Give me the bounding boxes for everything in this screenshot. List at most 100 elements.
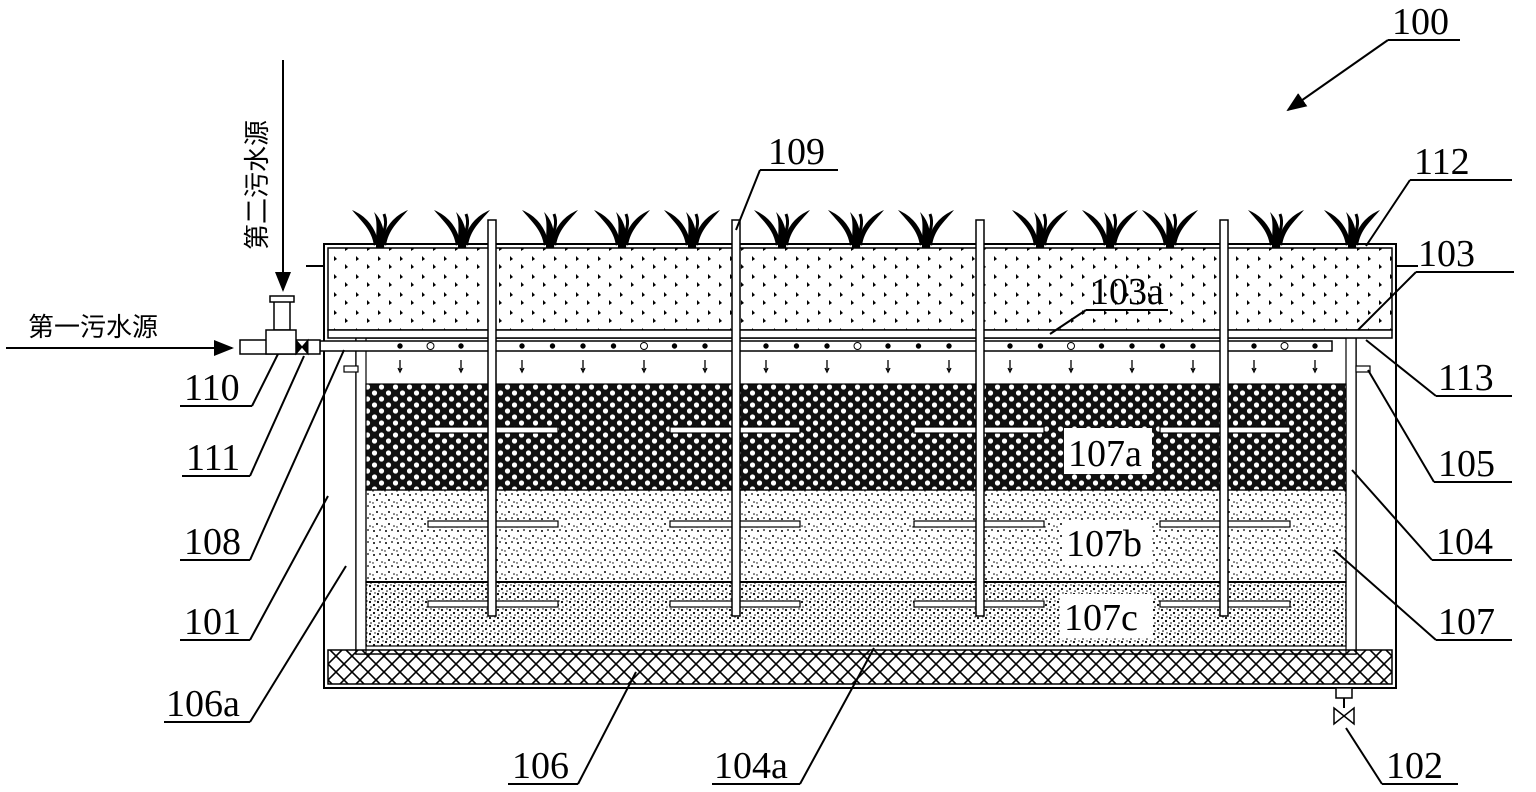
drip-drop bbox=[580, 360, 586, 374]
label-103a: 103a bbox=[1090, 271, 1164, 313]
label-108: 108 bbox=[184, 521, 241, 563]
plant-icon bbox=[898, 210, 954, 248]
drip-drop bbox=[702, 360, 708, 374]
pipe-hole bbox=[549, 343, 556, 349]
pipe-hole bbox=[1098, 343, 1105, 349]
label-101: 101 bbox=[184, 601, 241, 643]
pipe-hole bbox=[1280, 342, 1289, 350]
plant-icon bbox=[754, 210, 810, 248]
plant-icon bbox=[1012, 210, 1068, 248]
plate-103 bbox=[327, 329, 1393, 339]
aeration-tube bbox=[487, 219, 497, 617]
inner-wall-left-thickness bbox=[355, 337, 367, 655]
drip-drop bbox=[885, 360, 891, 374]
plant-icon bbox=[594, 210, 650, 248]
pipe-hole bbox=[1159, 343, 1166, 349]
vertical-tubes bbox=[487, 219, 1229, 617]
inner-wall-right-thickness bbox=[1345, 337, 1357, 655]
plant-icon bbox=[664, 210, 720, 248]
pipe-hole bbox=[671, 343, 678, 349]
pipe-hole bbox=[640, 342, 648, 350]
label-103: 103 bbox=[1418, 233, 1475, 275]
vertical-inlet-pipe bbox=[273, 299, 291, 331]
pipe-hole bbox=[426, 342, 435, 350]
label-107: 107 bbox=[1438, 601, 1495, 643]
pipe-hole bbox=[1007, 343, 1013, 349]
leader-lines bbox=[164, 39, 1514, 785]
plant-icon bbox=[1082, 210, 1138, 248]
drip-drop bbox=[1007, 360, 1013, 374]
plant-icon bbox=[1324, 210, 1380, 248]
label-106a: 106a bbox=[166, 683, 240, 725]
pipe-hole bbox=[915, 343, 922, 349]
label-bg-107a bbox=[1064, 428, 1152, 474]
drip-drop bbox=[946, 360, 952, 374]
label-107a: 107a bbox=[1068, 433, 1142, 475]
pipe-hole bbox=[793, 343, 800, 349]
pipe-hole bbox=[580, 343, 586, 349]
label-111: 111 bbox=[186, 437, 240, 479]
plant-icon bbox=[1142, 210, 1198, 248]
label-113: 113 bbox=[1438, 357, 1494, 399]
plant-icon bbox=[1248, 210, 1304, 248]
inlet-valve bbox=[295, 338, 309, 356]
drip-drop bbox=[1129, 360, 1135, 374]
media-layer-107c bbox=[365, 581, 1347, 647]
label-112: 112 bbox=[1414, 141, 1470, 183]
drip-drop bbox=[458, 360, 464, 374]
drip-drop bbox=[519, 360, 525, 374]
label-109: 109 bbox=[768, 131, 825, 173]
pipe-hole bbox=[397, 343, 403, 349]
outlet-pipe bbox=[1335, 687, 1353, 699]
outlet-valve bbox=[1333, 706, 1355, 726]
drip-drop bbox=[397, 360, 403, 374]
drip-drop bbox=[1190, 360, 1196, 374]
label-104a: 104a bbox=[714, 745, 788, 787]
pipe-hole bbox=[885, 343, 891, 349]
drip-drops bbox=[397, 360, 1318, 374]
label-105: 105 bbox=[1438, 443, 1495, 485]
pipe-hole bbox=[824, 343, 830, 349]
media-layer-107b bbox=[365, 489, 1347, 583]
label-100: 100 bbox=[1392, 1, 1449, 43]
left-ledge bbox=[343, 365, 359, 373]
label-106: 106 bbox=[512, 745, 569, 787]
soil-layer bbox=[327, 247, 1393, 331]
plant-icon bbox=[434, 210, 490, 248]
label-107c: 107c bbox=[1064, 597, 1138, 639]
pipe-hole bbox=[702, 343, 708, 349]
pipe-hole bbox=[1037, 343, 1044, 349]
pipe-hole bbox=[519, 343, 525, 349]
plant-icon bbox=[828, 210, 884, 248]
plant-icon bbox=[522, 210, 578, 248]
drip-drop bbox=[763, 360, 769, 374]
pipe-hole bbox=[1067, 342, 1075, 350]
plant-icon bbox=[352, 210, 408, 248]
pipe-hole bbox=[1190, 343, 1196, 349]
pipe-hole bbox=[853, 342, 862, 350]
pipe-hole bbox=[458, 343, 464, 349]
drip-drop bbox=[1251, 360, 1257, 374]
drip-drop bbox=[1312, 360, 1318, 374]
aeration-tube bbox=[731, 219, 741, 617]
label-107b: 107b bbox=[1066, 523, 1142, 565]
label-bg-107b bbox=[1062, 520, 1152, 564]
media-layer-107a bbox=[365, 383, 1347, 491]
aeration-tube bbox=[1219, 219, 1229, 617]
plants bbox=[352, 210, 1380, 248]
label-bg-107c bbox=[1060, 594, 1152, 638]
right-ledge bbox=[1355, 365, 1371, 373]
pipe-hole bbox=[763, 343, 769, 349]
inlet-tee bbox=[265, 329, 297, 355]
second-source-label: 第二污水源 bbox=[243, 120, 273, 250]
pipe-hole bbox=[1251, 343, 1257, 349]
label-110: 110 bbox=[184, 367, 240, 409]
pipe-hole bbox=[1129, 343, 1135, 349]
inlet-pipe-cap bbox=[269, 295, 295, 303]
first-source-label: 第一污水源 bbox=[28, 313, 158, 343]
pipe-hole bbox=[946, 343, 952, 349]
pipe-hole bbox=[1312, 343, 1318, 349]
drip-drop bbox=[641, 360, 647, 374]
